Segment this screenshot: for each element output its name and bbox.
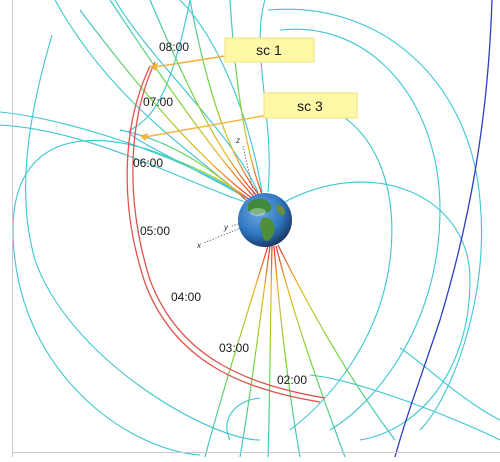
field-line [226,397,261,441]
sc3-label-box: sc 3 [263,92,358,119]
field-line [204,245,269,458]
field-line [114,0,259,193]
field-line [267,245,273,458]
field-line [12,139,201,456]
sc1-pointer [154,55,226,68]
time-label: 07:00 [143,95,173,109]
x-axis [203,223,251,244]
field-line [273,245,301,458]
field-line [109,0,256,199]
field-line [279,28,441,431]
field-line [0,124,246,203]
spacecraft-markers [140,55,269,141]
field-line [259,0,270,193]
field-line [149,0,258,197]
magnetopause-line [394,0,493,458]
field-line [79,9,254,200]
field-lines-south [204,244,396,458]
frame-bottom [12,452,500,453]
earth-globe [238,193,292,247]
sc3-pointer [144,114,269,138]
orbit-time-labels: 08:00 07:00 06:00 05:00 04:00 03:00 02:0… [133,40,307,387]
field-line [399,347,500,421]
time-label: 06:00 [133,156,163,170]
field-line [277,244,396,441]
field-line [25,34,261,441]
field-line [149,149,251,201]
field-line [189,0,260,196]
field-line [229,0,263,195]
sc1-marker [150,63,158,71]
field-line [119,129,249,203]
y-axis-label: y [223,223,229,232]
earth-continent [260,217,275,241]
orbit-track [132,61,326,399]
earth-continent [276,204,285,216]
time-label: 02:00 [277,373,307,387]
field-line [289,99,393,431]
time-label: 03:00 [219,341,249,355]
time-label: 05:00 [140,224,170,238]
orbit-track [126,65,321,403]
field-line [267,8,483,431]
field-line [239,245,271,458]
field-line [309,374,500,441]
field-line [275,245,346,458]
field-lines-north [79,0,263,203]
field-line [179,0,263,193]
z-axis-label: z [235,136,240,145]
time-label: 04:00 [171,290,201,304]
sc1-label-box: sc 1 [224,37,315,63]
z-axis [242,145,256,201]
frame-left [12,0,13,457]
sc3-marker [140,133,148,141]
time-label: 08:00 [159,40,189,54]
sc1-label: sc 1 [256,42,282,58]
x-axis-label: x [196,241,202,250]
sc3-label: sc 3 [297,98,323,114]
field-line [267,181,471,441]
earth-continent [248,198,272,215]
orbit [126,61,326,403]
